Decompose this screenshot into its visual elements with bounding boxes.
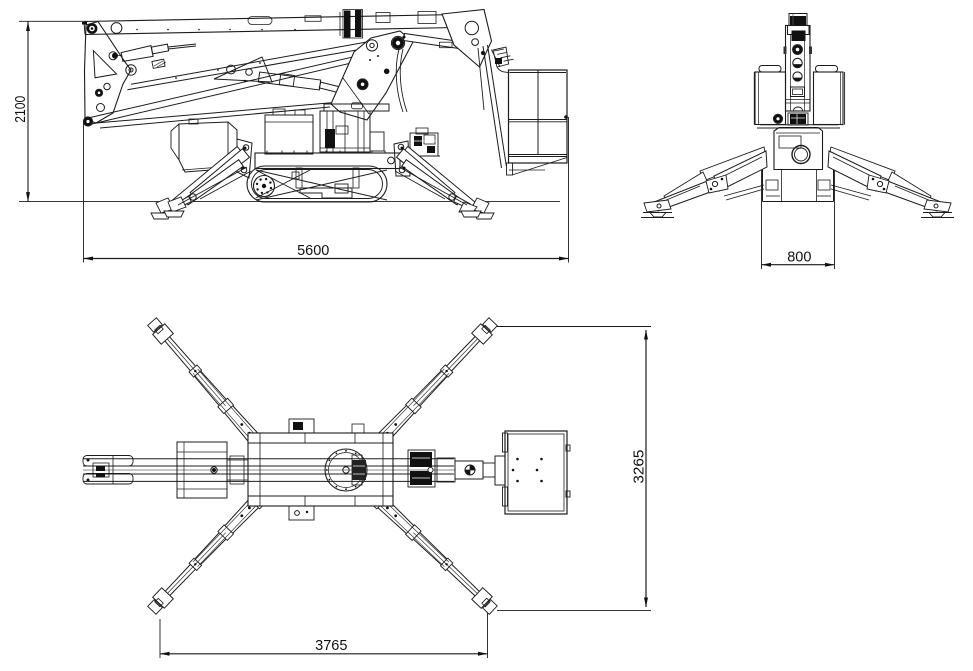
svg-text:3765: 3765 [315,638,347,654]
svg-text:5600: 5600 [297,243,329,259]
svg-text:2100: 2100 [12,96,29,123]
svg-text:800: 800 [787,250,811,266]
svg-text:3265: 3265 [630,450,647,484]
